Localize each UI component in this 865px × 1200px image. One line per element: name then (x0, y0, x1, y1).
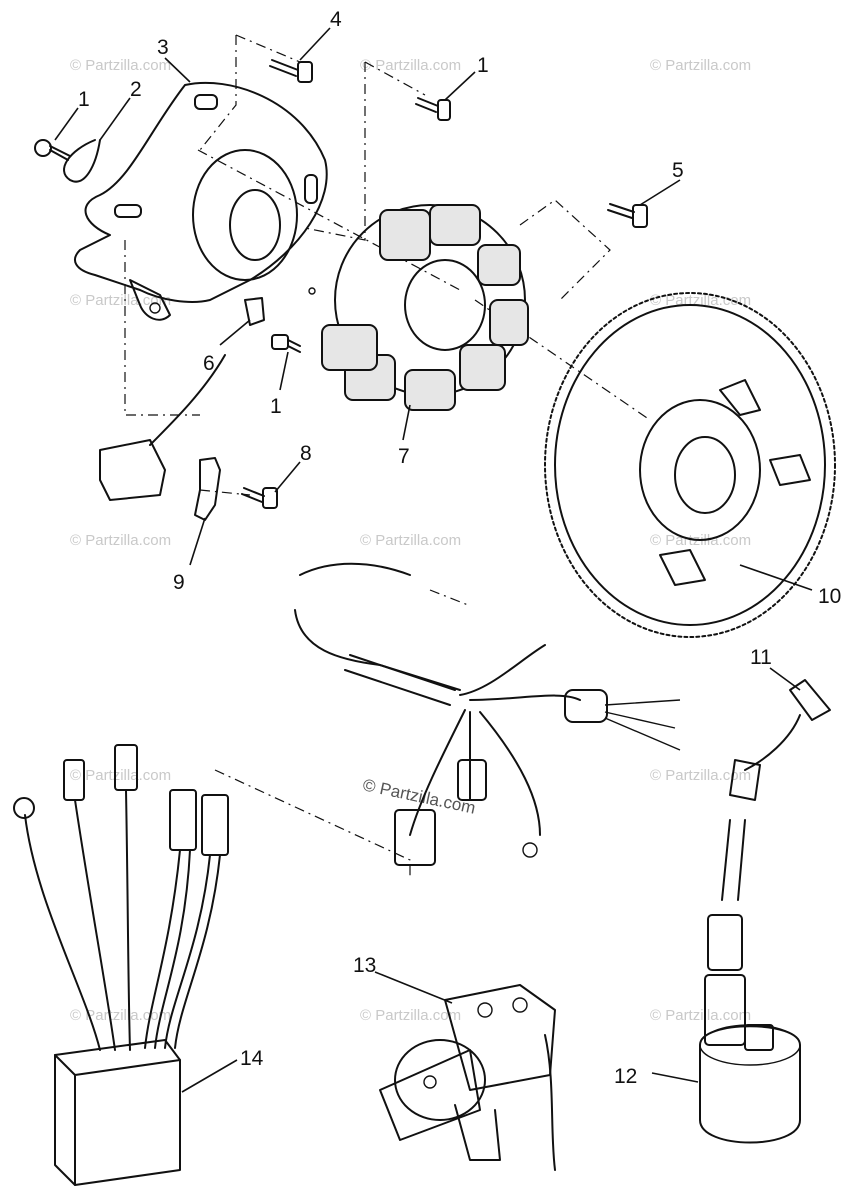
ignition-coil-12 (699, 819, 801, 1144)
callout-2: 2 (130, 78, 142, 101)
stator-plate-3 (74, 81, 328, 321)
flywheel-10 (544, 292, 836, 638)
retainer-clip-2 (63, 139, 101, 183)
callout-3: 3 (157, 36, 169, 59)
leader-lines (54, 27, 813, 1093)
callout-11: 11 (750, 646, 772, 669)
callout-8: 8 (300, 442, 312, 465)
watermark: © Partzilla.com (650, 1007, 751, 1024)
bolt-5 (607, 203, 648, 228)
bolt-1-left (34, 139, 71, 161)
watermark: © Partzilla.com (650, 292, 751, 309)
spark-plug-cap-11 (729, 679, 831, 801)
callout-labels: 1 2 3 4 1 5 6 1 7 8 9 10 11 12 13 14 (78, 8, 841, 1088)
watermark: © Partzilla.com (360, 532, 461, 549)
cdi-box-14 (13, 744, 229, 1186)
bracket-6 (244, 287, 316, 326)
callout-6: 6 (203, 352, 215, 375)
starter-solenoid-13 (379, 984, 556, 1171)
callout-13: 13 (353, 954, 376, 977)
callout-12: 12 (614, 1065, 637, 1088)
stator-coil-7 (321, 204, 529, 411)
bolt-1-middle (271, 334, 301, 353)
bolt-4 (269, 59, 313, 83)
watermark: © Partzilla.com (70, 292, 171, 309)
watermark: © Partzilla.com (360, 1007, 461, 1024)
watermark: © Partzilla.com (650, 57, 751, 74)
bolt-1-top (415, 97, 451, 121)
watermark: © Partzilla.com (70, 767, 171, 784)
callout-1: 1 (78, 88, 90, 111)
watermark: © Partzilla.com (70, 1007, 171, 1024)
callout-1: 1 (270, 395, 282, 418)
callout-5: 5 (672, 159, 684, 182)
watermark: © Partzilla.com (650, 767, 751, 784)
callout-1: 1 (477, 54, 489, 77)
callout-9: 9 (173, 571, 185, 594)
watermark-center: © Partzilla.com (361, 775, 477, 817)
watermark: © Partzilla.com (70, 532, 171, 549)
connector-9 (99, 354, 226, 521)
callout-7: 7 (398, 445, 410, 468)
callout-14: 14 (240, 1047, 264, 1070)
watermark: © Partzilla.com (360, 57, 461, 74)
callout-4: 4 (330, 8, 342, 31)
assembly-lines (124, 34, 651, 880)
wiring-harness (294, 562, 681, 866)
callout-10: 10 (818, 585, 841, 608)
watermark-layer: © Partzilla.com © Partzilla.com © Partzi… (70, 57, 751, 1024)
watermark: © Partzilla.com (70, 57, 171, 74)
bolt-8 (241, 487, 278, 509)
